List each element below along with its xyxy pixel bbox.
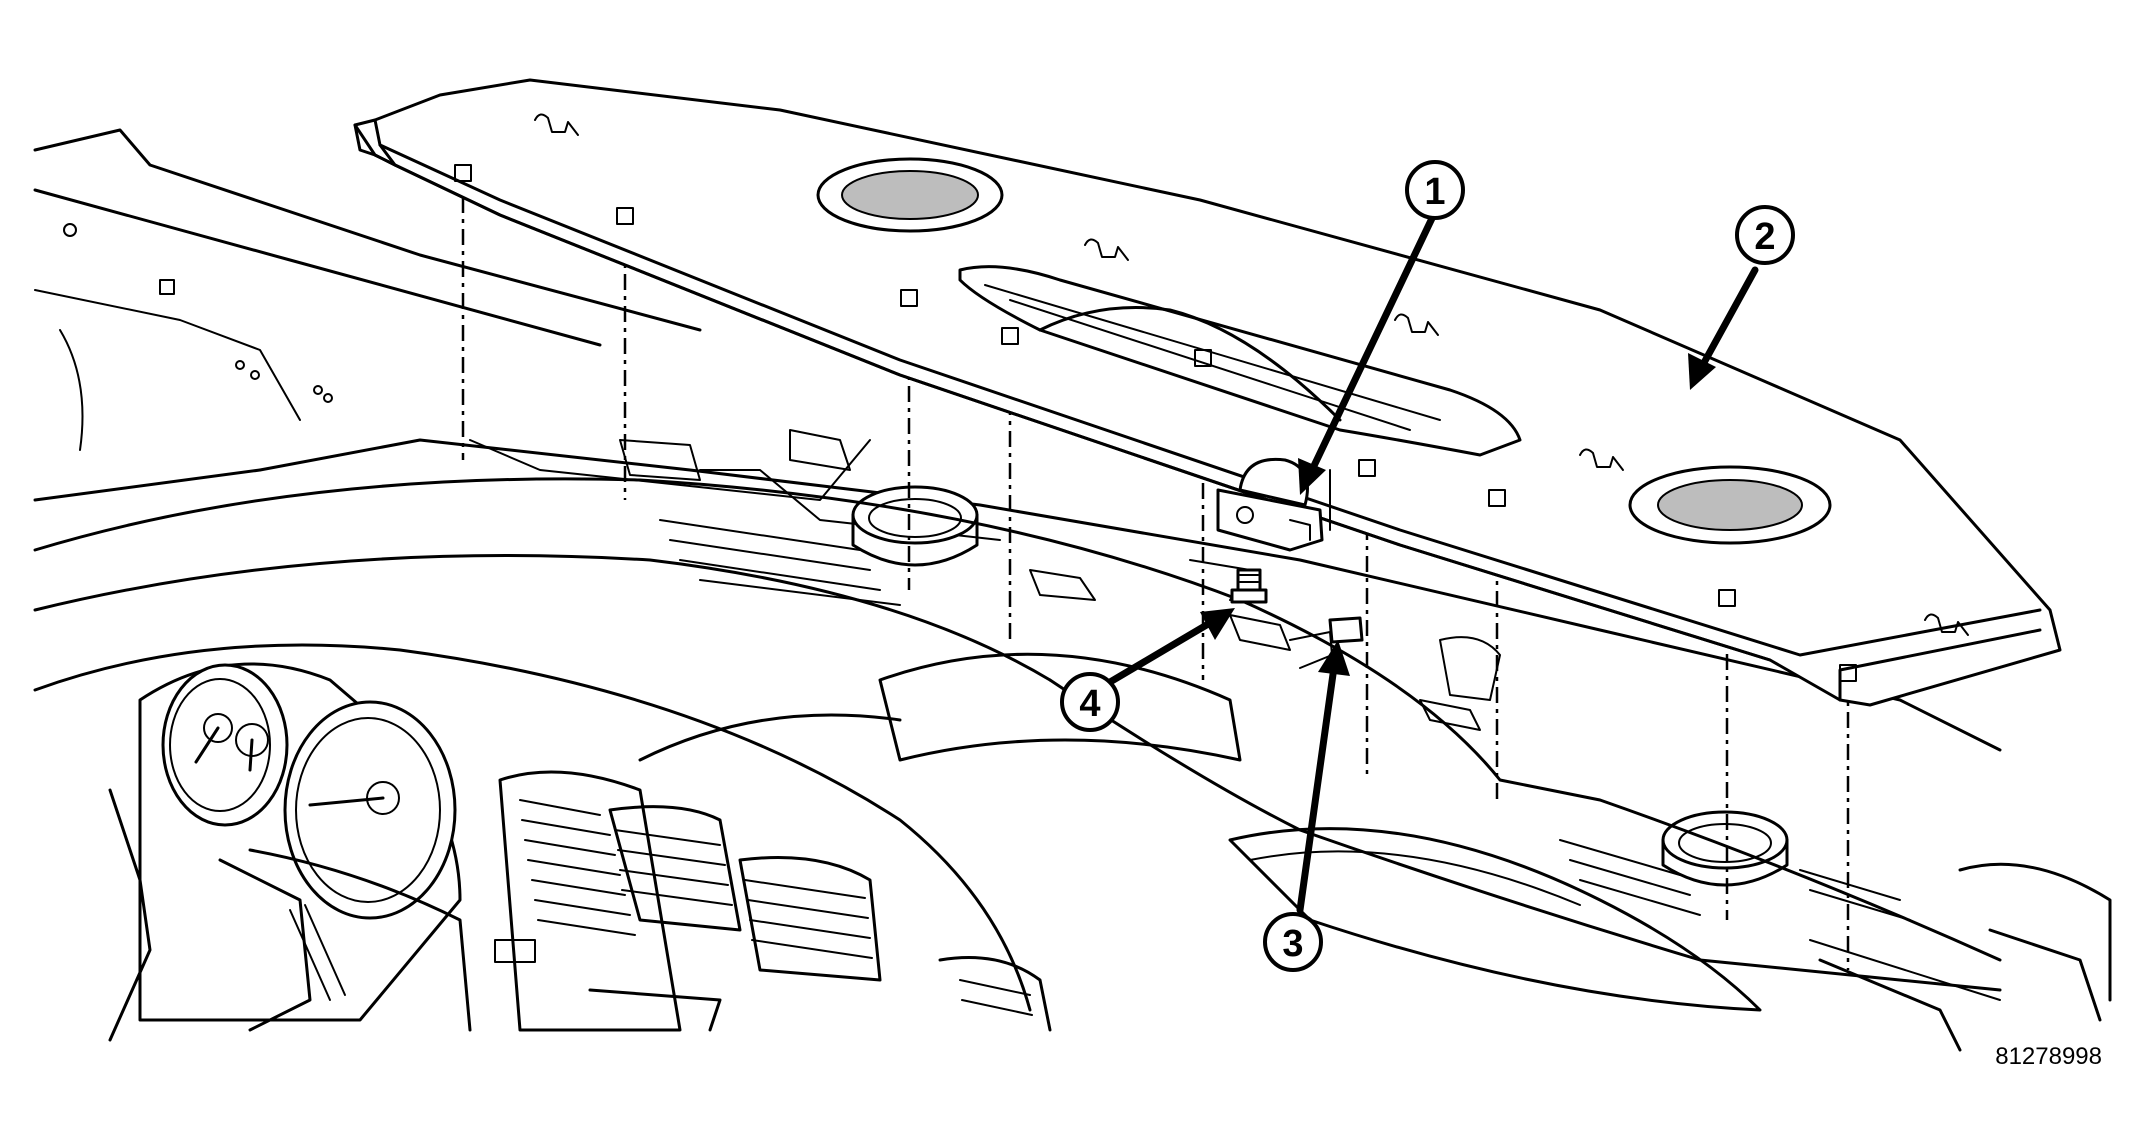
svg-text:2: 2 — [1754, 216, 1775, 258]
svg-text:1: 1 — [1424, 171, 1445, 213]
callout-1: 1 — [1405, 160, 1465, 220]
dashboard-structure — [33, 128, 2112, 1052]
top-cover-panel — [353, 78, 2062, 707]
sensor-part — [1216, 457, 1331, 552]
right-grille — [1628, 465, 1832, 545]
callout-arrows — [1101, 208, 1759, 914]
left-grille — [816, 157, 1004, 233]
figure-reference-number: 81278998 — [1995, 1043, 2102, 1070]
instrument-cluster — [138, 662, 462, 1022]
svg-text:4: 4 — [1079, 683, 1100, 725]
callout-2: 2 — [1735, 205, 1795, 265]
fastener-part — [1230, 568, 1268, 604]
callout-4: 4 — [1060, 672, 1120, 732]
callout-3: 3 — [1263, 912, 1323, 972]
right-speaker — [1661, 810, 1789, 887]
center-air-vents — [494, 770, 1052, 1032]
connector-part — [1289, 616, 1364, 669]
left-speaker — [851, 485, 979, 567]
svg-text:3: 3 — [1282, 923, 1303, 965]
